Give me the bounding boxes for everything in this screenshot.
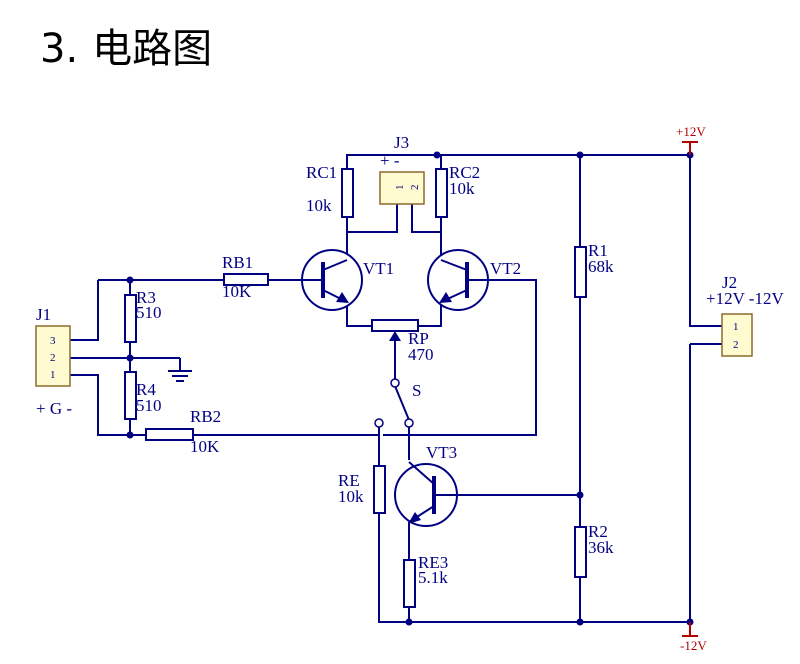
connector-j2: 1 2 [721,313,753,357]
label-j1: J1 [36,305,51,324]
connector-j1: 3 2 1 [35,325,71,387]
resistor-r4 [124,371,137,420]
pos-supply-marker [682,141,698,155]
label-rc2: RC2 [449,163,480,182]
svg-text:1: 1 [50,369,56,381]
resistor-rb2 [145,428,194,441]
label-rc1-value: 10k [306,196,332,215]
ground-icon [168,370,192,382]
wiper-arrow-icon [389,331,401,341]
label-j1-polarity: + G - [36,399,72,418]
label-rb2-value: 10K [190,437,220,456]
connector-j3: 1 2 [379,171,425,205]
label-r2: R2 [588,522,608,541]
label-j3: J3 [394,133,409,152]
label-vt3: VT3 [426,443,457,462]
resistor-rc2 [435,168,448,218]
label-switch-s: S [412,381,421,400]
resistors [124,168,587,608]
page-title: 3. 电路图 [40,16,212,74]
label-rp-value: 470 [408,345,434,364]
label-j2: J2 [722,273,737,292]
svg-text:1: 1 [733,321,739,333]
label-r2-value: 36k [588,538,614,557]
label-rp: RP [408,329,429,348]
resistor-r1 [574,246,587,298]
label-r3: R3 [136,288,156,307]
label-rb2: RB2 [190,407,221,426]
label-re: RE [338,471,360,490]
label-rc2-value: 10k [449,179,475,198]
junctions [126,151,694,626]
label-rb1-value: 10K [222,282,252,301]
pos-supply-label: +12V [676,124,706,139]
label-j3-polarity: + - [380,151,400,170]
svg-text:1: 1 [394,185,406,191]
label-r3-value: 510 [136,303,162,322]
label-rc1: RC1 [306,163,337,182]
transistor-vt2 [427,249,490,311]
svg-text:3: 3 [50,335,56,347]
label-re-value: 10k [338,487,364,506]
resistor-rc1 [341,168,354,218]
switch-s [374,378,414,428]
resistor-r2 [574,526,587,578]
resistor-re [373,465,386,514]
label-j2-desc: +12V -12V [706,289,784,308]
label-vt1: VT1 [363,259,394,278]
label-r4-value: 510 [136,396,162,415]
neg-supply-marker [682,622,698,637]
svg-text:2: 2 [50,352,56,364]
label-rb1: RB1 [222,253,253,272]
label-vt2: VT2 [490,259,521,278]
heading-number: 3. [40,26,79,72]
label-r1: R1 [588,241,608,260]
label-re3: RE3 [418,553,448,572]
label-r4: R4 [136,380,156,399]
resistor-re3 [403,559,416,608]
label-re3-value: 5.1k [418,568,448,587]
neg-supply-label: -12V [680,638,707,653]
resistor-rb1 [223,273,269,286]
wires [70,154,722,623]
svg-text:2: 2 [409,185,421,191]
label-r1-value: 68k [588,257,614,276]
svg-text:2: 2 [733,339,739,351]
heading-title: 电路图 [92,26,213,72]
resistor-r3 [124,294,137,343]
transistor-vt3 [394,461,458,527]
transistor-vt1 [301,249,363,311]
component-labels: J1 + G - R3 510 R4 510 RB1 10K RB2 10K R… [36,133,784,587]
